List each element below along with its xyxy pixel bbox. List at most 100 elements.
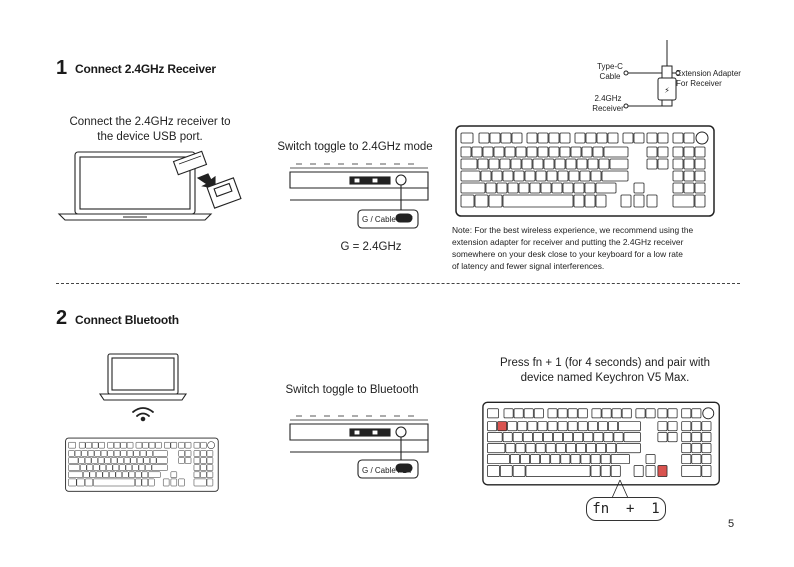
keyboard-key — [681, 454, 692, 465]
keyboard-key — [94, 450, 101, 457]
keyboard-key — [78, 441, 86, 449]
keyboard-key — [691, 443, 702, 454]
keyboard-key — [595, 182, 617, 194]
keyboard-key — [657, 432, 668, 443]
keyboard-key — [633, 194, 645, 208]
keyboard-key — [701, 443, 712, 454]
keyboard-key — [152, 450, 168, 457]
keyboard-key — [86, 464, 94, 471]
keyboard-key — [573, 182, 585, 194]
keyboard-key — [537, 132, 549, 144]
keyboard-key — [496, 182, 508, 194]
keyboard-key — [683, 146, 695, 158]
keyboard-key — [570, 146, 582, 158]
keyboard-key — [87, 450, 95, 457]
keyboard-key — [107, 450, 114, 457]
keyboard-key — [141, 471, 149, 478]
step-2-title: Connect Bluetooth — [75, 313, 179, 327]
keyboard-key — [557, 421, 568, 432]
receiver-caption-line1: Connect the 2.4GHz receiver to — [69, 116, 231, 128]
keyboard-key — [545, 443, 556, 454]
keyboard-key — [502, 194, 574, 208]
receiver-label-line2: Receiver — [592, 104, 624, 113]
keyboard-key — [206, 464, 214, 471]
keyboard-key — [543, 432, 553, 443]
keyboard-key — [526, 146, 538, 158]
keyboard-key — [74, 450, 82, 457]
keyboard-key — [178, 478, 185, 487]
keyboard-key — [559, 146, 571, 158]
keyboard-key — [573, 432, 584, 443]
keyboard-key — [85, 441, 92, 449]
keyboard-key — [178, 450, 185, 457]
laptop-bluetooth-illustration — [98, 353, 188, 422]
step-2-number: 2 — [56, 307, 68, 329]
keyboard-key — [502, 432, 513, 443]
keyboard-key — [681, 408, 692, 419]
keyboard-key — [554, 158, 566, 170]
keyboard-key — [460, 132, 474, 144]
keyboard-key — [193, 441, 201, 449]
keyboard-key — [497, 421, 508, 432]
keyboard-key — [657, 421, 668, 432]
keyboard-key — [523, 408, 534, 419]
knob-icon — [695, 131, 709, 145]
keyboard-key — [487, 443, 506, 454]
keyboard-key — [68, 441, 76, 449]
keyboard-key — [148, 478, 155, 487]
keyboard-key — [600, 465, 611, 477]
keyboard-key — [76, 478, 85, 487]
keyboard-key — [701, 432, 712, 443]
keyboard-key — [510, 454, 520, 465]
keyboard-key — [590, 465, 601, 477]
keyboard-key — [193, 471, 201, 478]
keyboard-key — [471, 146, 483, 158]
keyboard-key — [521, 158, 533, 170]
keyboard-key — [125, 464, 133, 471]
keyboard-key — [598, 158, 610, 170]
keyboard-key — [113, 450, 121, 457]
keyboard-key — [555, 443, 566, 454]
keyboard-key — [611, 408, 622, 419]
keyboard-key — [460, 158, 478, 170]
keyboard-key — [460, 182, 486, 194]
keyboard-key — [502, 170, 514, 182]
keyboard-key — [570, 454, 581, 465]
switch-caption-2: Switch toggle to Bluetooth — [285, 384, 419, 396]
pair-caption-line1: Press fn + 1 (for 4 seconds) and pair wi… — [500, 357, 710, 369]
keyboard-key — [694, 146, 706, 158]
keyboard-key — [206, 478, 214, 487]
keyboard-key — [584, 194, 596, 208]
keyboard-key — [135, 478, 142, 487]
keyboard-key — [587, 421, 598, 432]
keyboard-key — [482, 146, 494, 158]
keyboard-key — [613, 432, 624, 443]
keyboard-key — [672, 170, 684, 182]
keyboard-key — [460, 194, 475, 208]
keyboard-key — [524, 170, 536, 182]
keyboard-key — [530, 454, 541, 465]
keyboard-key — [139, 450, 147, 457]
keyboard-key — [547, 408, 558, 419]
keyboard-key — [701, 454, 712, 465]
typec-label-line2: Cable — [599, 72, 621, 81]
keyboard-key — [513, 408, 524, 419]
keyboard-key — [548, 132, 560, 144]
keyboard-key — [595, 194, 607, 208]
keyboard-key — [149, 457, 157, 464]
keyboard-key — [603, 432, 614, 443]
keyboard-key — [93, 464, 100, 471]
keyboard-key — [128, 471, 136, 478]
keyboard-key — [460, 170, 481, 182]
keyboard-key — [504, 146, 516, 158]
keyboard-key — [694, 182, 706, 194]
keyboard-key — [553, 432, 563, 443]
typec-label: Type-C Cable — [590, 62, 630, 82]
keyboard-key — [591, 408, 602, 419]
keyboard-key — [608, 421, 618, 432]
keyboard-key — [646, 194, 658, 208]
keyboard-small-view — [65, 437, 219, 492]
keyboard-key — [178, 441, 185, 449]
keyboard-key — [91, 441, 99, 449]
keyboard-key — [460, 146, 472, 158]
